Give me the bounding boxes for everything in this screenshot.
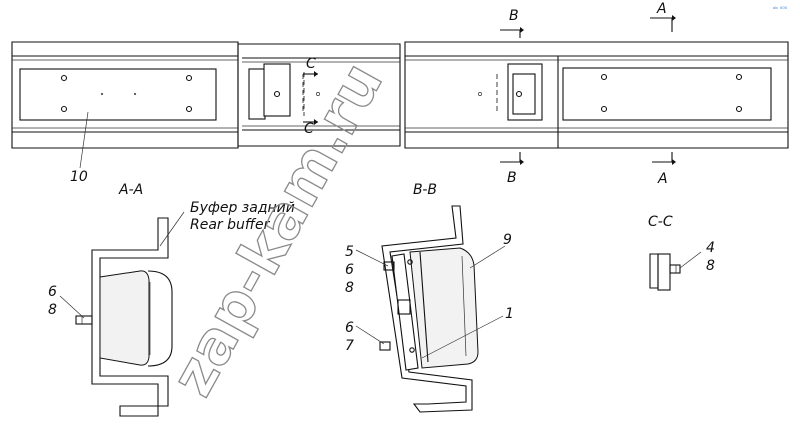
buffer-elevation-view: B A B A C C <box>11 1 789 187</box>
section-a-a: A-A 6 8 <box>48 182 185 417</box>
cut-marker-b-bottom: B <box>500 152 524 186</box>
section-c-c: C-C 4 8 <box>648 214 715 291</box>
callout-bb-6-lower: 6 <box>345 320 354 336</box>
callout-bb-9: 9 <box>503 232 512 248</box>
beam-middle-segment <box>237 43 401 147</box>
section-letter-c-bottom: C <box>304 121 314 137</box>
note-buffer-en: Rear buffer <box>190 217 271 233</box>
cut-marker-c: C C <box>302 56 318 137</box>
callout-cc-8: 8 <box>706 258 715 274</box>
section-letter-a-bottom: A <box>657 171 668 187</box>
callout-aa-8: 8 <box>48 302 57 318</box>
section-title-cc: C-C <box>648 214 673 230</box>
plate-left <box>19 68 217 121</box>
corner-mark: ᵃᵇ ⁰⁰⁰ <box>773 6 788 13</box>
section-letter-b-top: B <box>509 8 519 24</box>
callout-bb-8: 8 <box>345 280 354 296</box>
beam-right-segment <box>404 41 789 149</box>
callout-bb-1: 1 <box>505 306 514 322</box>
cut-marker-a-bottom: A <box>652 152 676 187</box>
cut-marker-b-top: B <box>500 8 524 38</box>
plate-right <box>562 67 772 121</box>
section-title-aa: A-A <box>118 182 143 198</box>
callout-bb-7: 7 <box>345 338 354 354</box>
callout-cc-4: 4 <box>706 240 715 256</box>
section-letter-a-top: A <box>656 1 667 17</box>
cut-marker-a-top: A <box>650 1 676 32</box>
section-b-b: B-B 5 6 8 6 7 9 1 <box>345 182 514 413</box>
callout-bb-6-upper: 6 <box>345 262 354 278</box>
section-letter-b-bottom: B <box>507 170 517 186</box>
callout-10: 10 <box>70 169 88 185</box>
section-title-bb: B-B <box>413 182 437 198</box>
section-letter-c-top: C <box>306 56 316 72</box>
callout-aa-6: 6 <box>48 284 57 300</box>
callout-bb-5: 5 <box>345 244 354 260</box>
note-buffer-ru: Буфер задний <box>190 200 295 216</box>
beam-left-segment <box>11 41 239 149</box>
